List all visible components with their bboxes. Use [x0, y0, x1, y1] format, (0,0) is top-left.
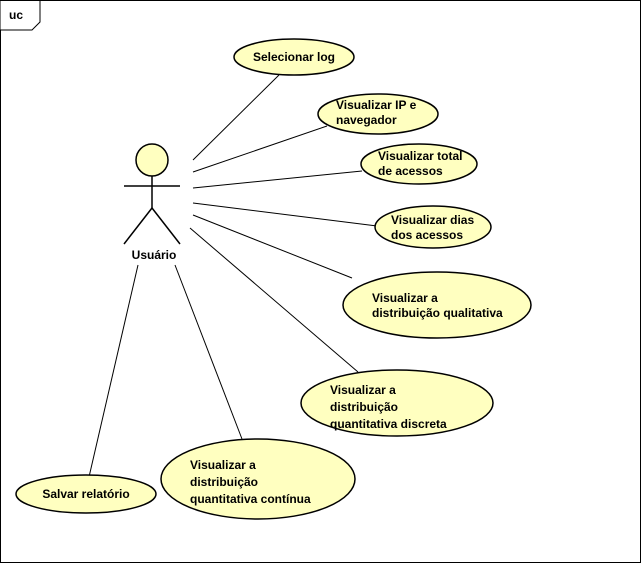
use-case-label-line: distribuição qualitativa: [372, 306, 503, 320]
use-case-label-line: distribuição: [190, 475, 258, 489]
use-case-salvar-relatorio[interactable]: Salvar relatório: [15, 474, 157, 514]
use-case-ellipse: [374, 205, 492, 249]
association-visualizar-continua: [174, 264, 243, 440]
use-case-label: Visualizar dias dos acessos: [391, 213, 478, 242]
use-case-selecionar-log[interactable]: Selecionar log: [233, 38, 355, 76]
use-case-label-line: Visualizar IP e: [336, 98, 417, 112]
use-case-label: Visualizar a distribuição quantitativa c…: [190, 458, 311, 506]
use-case-visualizar-discreta[interactable]: Visualizar a distribuição quantitativa d…: [300, 369, 494, 437]
association-salvar-relatorio: [88, 264, 139, 478]
actor-name: Usuário: [132, 248, 177, 262]
associations: [88, 74, 378, 478]
association-visualizar-dias: [192, 202, 378, 227]
use-case-ellipse: [160, 438, 356, 520]
use-case-label-line: Visualizar dias: [391, 213, 474, 227]
actor-head: [135, 143, 169, 177]
frame-tab: [0, 0, 41, 31]
association-visualizar-qualitativa: [192, 214, 353, 279]
use-case-visualizar-continua[interactable]: Visualizar a distribuição quantitativa c…: [160, 438, 356, 520]
use-case-label: Visualizar a distribuição quantitativa d…: [330, 383, 447, 431]
use-case-label-line: Selecionar log: [253, 50, 335, 64]
use-case-visualizar-total[interactable]: Visualizar total de acessos: [360, 143, 478, 185]
use-case-label: Visualizar total de acessos: [378, 149, 466, 178]
use-case-label-line: distribuição: [330, 400, 398, 414]
association-selecionar-log: [192, 74, 280, 161]
use-case-ellipse: [360, 143, 478, 185]
association-visualizar-ip: [192, 125, 328, 173]
use-case-label-line: quantitativa discreta: [330, 417, 447, 431]
use-case-label: Selecionar log: [253, 50, 335, 64]
frame-label: uc: [9, 8, 23, 22]
use-case-label-line: quantitativa contínua: [190, 492, 311, 506]
association-visualizar-discreta: [189, 227, 359, 373]
actor-usuario[interactable]: [123, 143, 181, 245]
actor-left-leg: [123, 207, 153, 245]
use-case-label-line: Visualizar a: [190, 458, 256, 472]
use-case-label-line: dos acessos: [391, 228, 463, 242]
use-case-ellipse: [15, 474, 157, 514]
use-case-label-line: Visualizar total: [378, 149, 462, 163]
use-case-ellipse: [233, 38, 355, 76]
use-case-visualizar-dias[interactable]: Visualizar dias dos acessos: [374, 205, 492, 249]
use-case-label-line: de acessos: [378, 164, 443, 178]
use-case-label-line: Salvar relatório: [42, 487, 129, 501]
use-case-label: Salvar relatório: [42, 487, 129, 501]
use-case-visualizar-qualitativa[interactable]: Visualizar a distribuição qualitativa: [342, 271, 532, 339]
use-case-label: Visualizar IP e navegador: [336, 98, 420, 127]
association-visualizar-total: [192, 170, 363, 189]
actor-right-leg: [151, 207, 181, 245]
use-case-label-line: navegador: [336, 113, 397, 127]
use-case-ellipse: [342, 271, 532, 339]
use-case-ellipse: [317, 93, 439, 135]
use-case-label: Visualizar a distribuição qualitativa: [372, 291, 503, 320]
use-case-ellipse: [300, 369, 494, 437]
use-case-label-line: Visualizar a: [330, 383, 396, 397]
use-case-visualizar-ip[interactable]: Visualizar IP e navegador: [317, 93, 439, 135]
use-case-label-line: Visualizar a: [372, 291, 438, 305]
